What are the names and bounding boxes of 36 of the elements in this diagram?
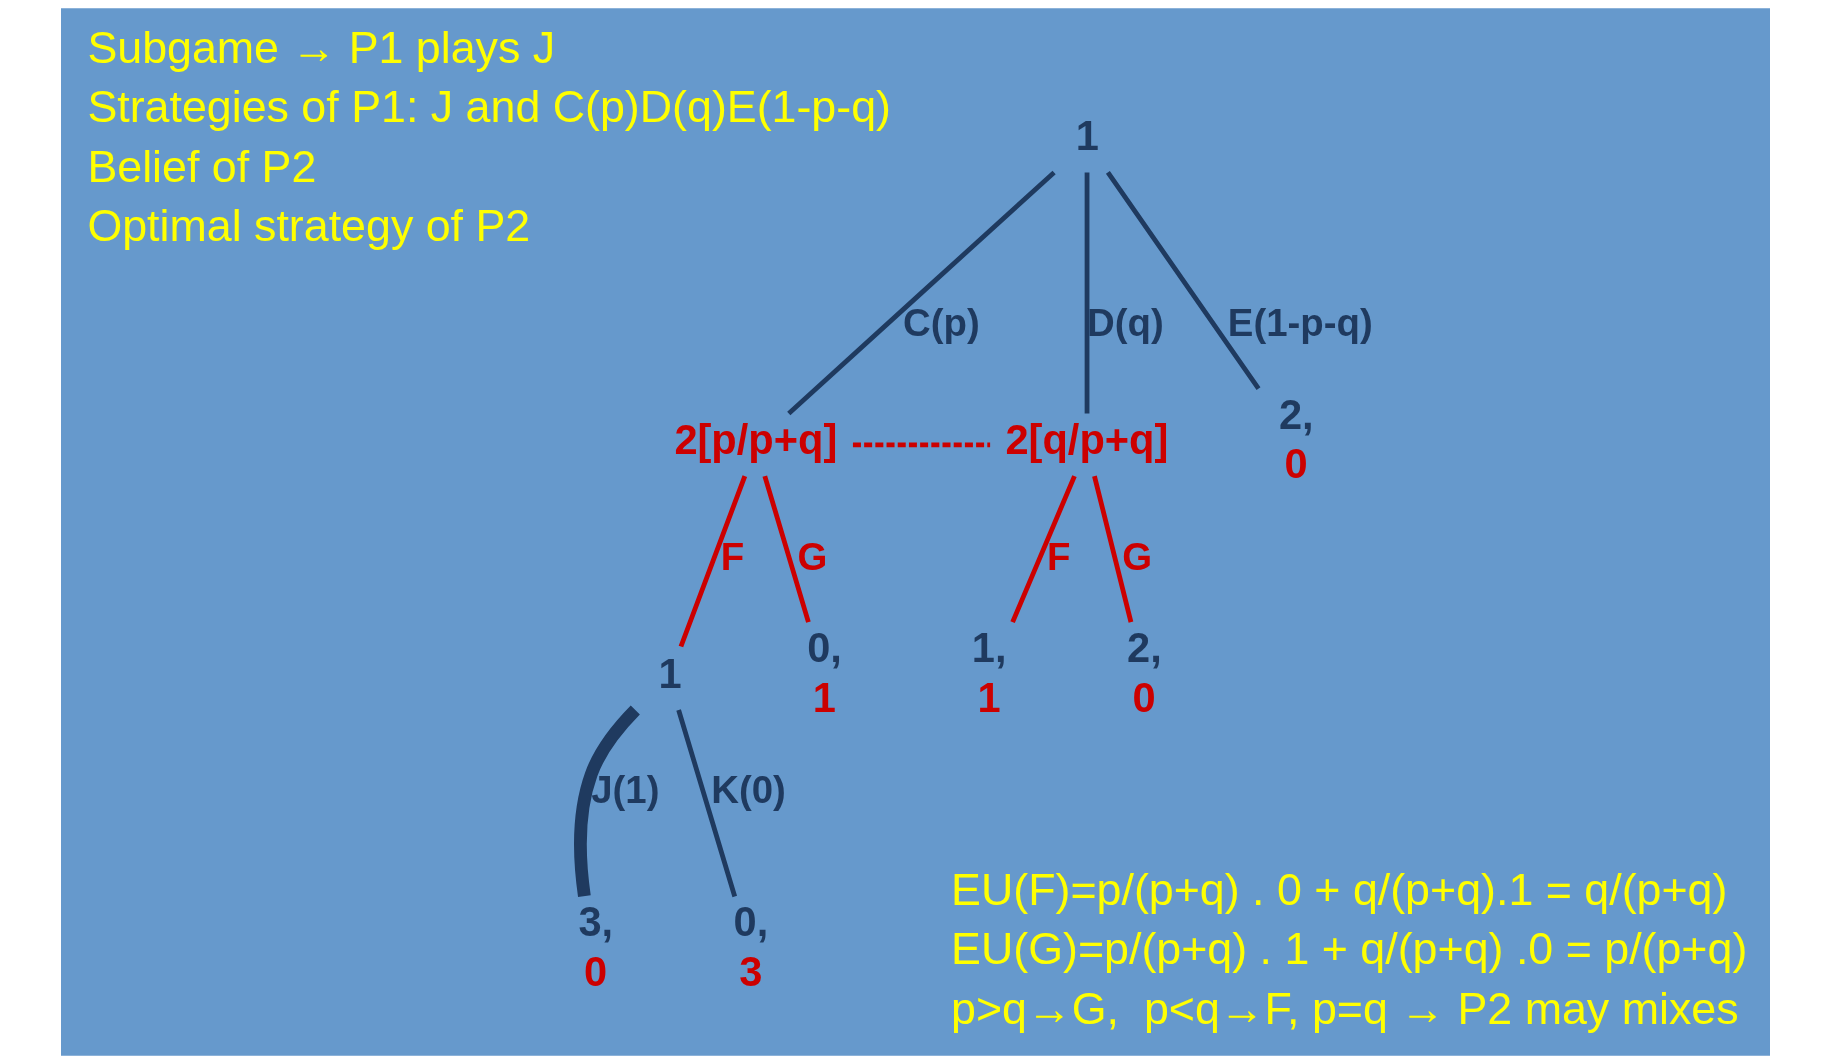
connector	[1092, 475, 1134, 623]
edge-label: G	[797, 534, 828, 578]
connector	[574, 705, 640, 897]
node-text: 1	[1075, 112, 1099, 160]
edge-label: D(q)	[1087, 301, 1164, 345]
connector	[852, 442, 991, 448]
connector	[787, 170, 1056, 416]
connector	[678, 475, 748, 648]
edge-label: F	[720, 534, 745, 578]
label: EU(F)=p/(p+q) . 0 + q/(p+q).1 = q/(p+q)	[951, 864, 1728, 915]
label: Optimal strategy of P2	[87, 199, 531, 250]
edge-label: G	[1122, 534, 1153, 578]
edge-label: J(1)	[591, 768, 660, 812]
node-text: 2, 0	[1278, 390, 1314, 488]
edge-label: K(0)	[711, 768, 786, 812]
connector	[1010, 475, 1077, 624]
node-text: 2[p/p+q]	[674, 416, 838, 464]
connector	[676, 709, 738, 898]
label: EU(G)=p/(p+q) . 1 + q/(p+q) .0 = p/(p+q)	[951, 923, 1748, 974]
node-text: 0, 3	[733, 898, 769, 995]
node-text: 2, 0	[1127, 624, 1162, 721]
label: Strategies of P1: J and C(p)D(q)E(1-p-q)	[87, 81, 891, 132]
label: Subgame → P1 plays J	[87, 22, 556, 73]
label: Belief of P2	[87, 140, 317, 191]
node-text: 1	[658, 649, 682, 697]
connector	[1105, 171, 1261, 390]
node-text: 1, 1	[971, 624, 1007, 721]
node-text: 2[q/p+q]	[1005, 416, 1169, 464]
edge-label: C(p)	[903, 301, 980, 345]
label: p>q→G, p<q→F, p=q → P2 may mixes	[951, 982, 1739, 1033]
node-text: 0, 1	[807, 624, 842, 721]
edge-label: F	[1047, 534, 1071, 578]
node-text: 3, 0	[578, 898, 614, 995]
connector	[1084, 172, 1090, 414]
connector	[762, 475, 811, 623]
edge-label: E(1-p-q)	[1227, 301, 1373, 345]
